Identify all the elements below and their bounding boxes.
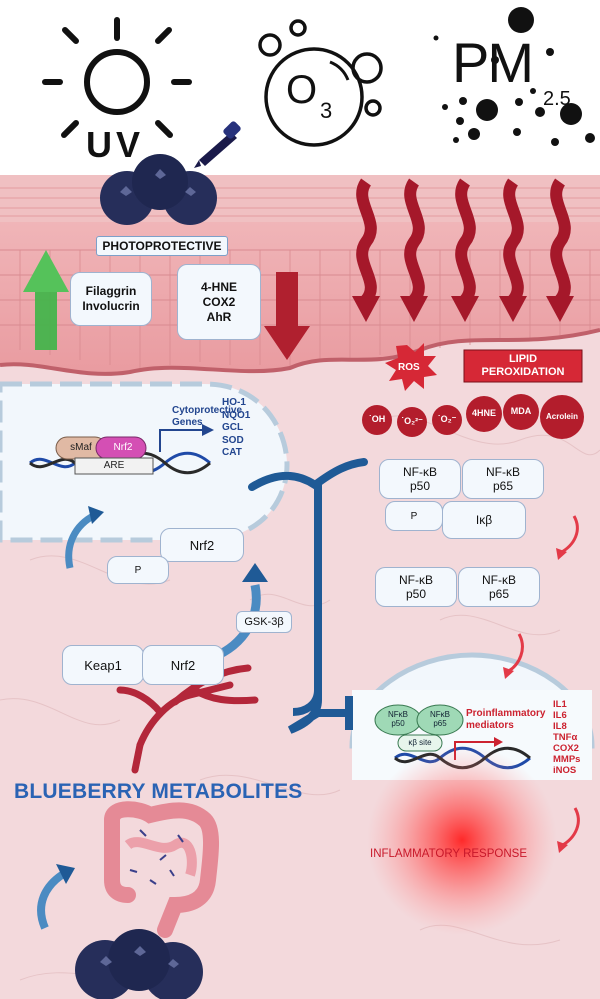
basal-layer (0, 328, 600, 376)
nfkb-p50-nuclear-label: NFκB p50 (388, 710, 408, 728)
radical-mda: MDA (510, 406, 532, 416)
radical-oh: ˙OH (368, 414, 386, 424)
gsk3b-label: GSK-3β (236, 611, 292, 633)
decrease-arrow-icon (264, 272, 310, 360)
radical-acrolein: Acrolein (545, 412, 578, 421)
photoprotective-label: PHOTOPROTECTIVE (96, 236, 228, 256)
proinflammatory-mediators-label: Proinflammatory mediators (466, 708, 546, 731)
radical-circles (362, 394, 584, 439)
smaf-label: sMaf (70, 442, 92, 453)
blood-vessel (116, 664, 259, 774)
nfkb-p65-box-top: NF-κB p65 (462, 459, 544, 499)
inflammation-glow (367, 745, 557, 935)
uv-label: UV (86, 124, 145, 165)
radical-4hne: 4HNE (471, 408, 496, 418)
are-label: ARE (103, 460, 125, 471)
nfkb-p65-nuclear-label: NFκB p65 (430, 710, 450, 728)
nfkb-p65-oval (416, 704, 464, 736)
epidermis (0, 222, 600, 374)
cytoprotective-genes-label: Cytoprotective Genes (172, 405, 243, 428)
sun-icon (42, 17, 192, 138)
cytokine-list: IL1 IL6 IL8 TNFα COX2 MMPs iNOS (553, 699, 581, 776)
pm-label: PM (452, 31, 534, 94)
hne-cox2-ahr-box: 4-HNE COX2 AhR (177, 264, 261, 340)
nfkb-p50-box-free: NF-κB p50 (375, 567, 457, 607)
nfkb-p50-box-top: NF-κB p50 (379, 459, 461, 499)
nrf2-nucleus-label: Nrf2 (113, 442, 133, 453)
ros-burst (385, 343, 437, 391)
lipid-peroxidation-box (463, 349, 583, 383)
ozone-subscript: 3 (320, 98, 333, 123)
pm25-particles-icon (433, 7, 595, 146)
ikb-box: Iκβ (442, 501, 526, 539)
nrf2-box: Nrf2 (160, 528, 244, 562)
dropper-icon (194, 121, 241, 168)
transcription-arrow (159, 424, 214, 452)
are-box (74, 457, 154, 475)
nfkb-p65-box-free: NF-κB p65 (458, 567, 540, 607)
p-box-right: P (385, 501, 443, 531)
colon-icon (104, 801, 220, 938)
blueberry-cluster-top-icon (100, 154, 217, 225)
blueberry-cluster-bottom-icon (75, 929, 203, 999)
kb-site-label: κβ site (408, 738, 432, 747)
radiation-wave-arrows (356, 178, 571, 304)
ozone-label: O (286, 68, 318, 112)
ros-label: ROS (398, 362, 420, 373)
inflammatory-response-label: INFLAMMATORY RESPONSE (370, 848, 527, 860)
filaggrin-involucrin-box: Filaggrin Involucrin (70, 272, 152, 326)
p-box-left: P (107, 556, 169, 584)
pm-subscript: 2.5 (543, 88, 571, 110)
keap1-box: Keap1 (62, 645, 144, 685)
increase-arrow-icon (23, 250, 69, 350)
gene-list: HO-1 NQO1 GCL SOD CAT (222, 397, 251, 458)
radical-o2: ˙O₂⁻ (437, 414, 457, 424)
radical-o2-2: ˙O₂²⁻ (401, 416, 423, 426)
kb-site-box (397, 734, 443, 752)
nrf2-bound-box: Nrf2 (142, 645, 224, 685)
blueberry-metabolites-title: BLUEBERRY METABOLITES (14, 780, 303, 803)
ozone-icon (258, 19, 383, 147)
lipid-peroxidation-label: LIPID PEROXIDATION (481, 353, 565, 378)
